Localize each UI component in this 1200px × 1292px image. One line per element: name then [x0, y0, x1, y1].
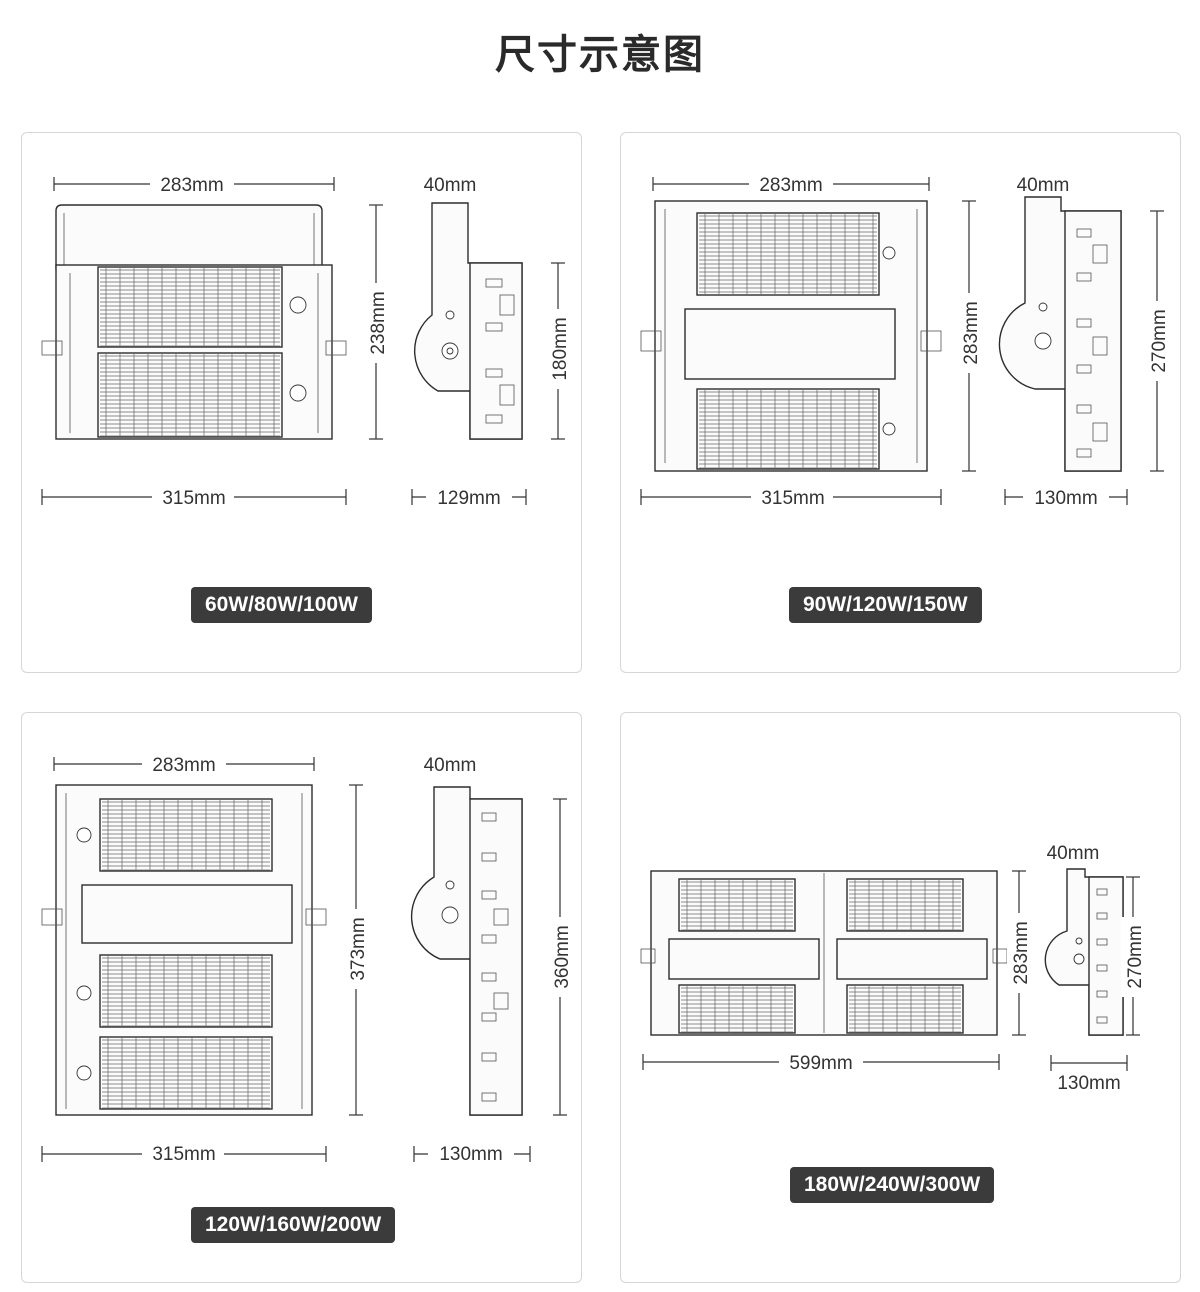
dim-height: 283mm — [961, 301, 982, 364]
front-view — [640, 870, 1008, 1036]
diagram-panel-60w: 283mm 238mm 315mm 40mm — [21, 132, 582, 673]
side-view — [998, 196, 1122, 472]
front-view — [640, 200, 942, 472]
dimension-drawing: 283mm 599mm 40mm 270mm 130mm — [640, 843, 1146, 1094]
diagram-panel-180w: 283mm 599mm 40mm 270mm 130mm 180W/240W/3… — [620, 712, 1181, 1283]
dim-side-top: 40mm — [1047, 843, 1100, 864]
dimension-drawing: 283mm 283mm 315mm 40mm — [640, 171, 1170, 511]
model-badge: 180W/240W/300W — [790, 1167, 995, 1203]
dim-side-height: 270mm — [1149, 309, 1170, 372]
page-title: 尺寸示意图 — [495, 32, 705, 78]
dim-height: 238mm — [368, 291, 389, 354]
dim-top-width: 283mm — [160, 175, 223, 196]
dim-total-width: 599mm — [789, 1053, 852, 1074]
dimension-drawing: 283mm 373mm 315mm 40mm — [41, 751, 573, 1167]
side-view — [410, 786, 523, 1116]
dim-bottom-width: 315mm — [761, 488, 824, 509]
dim-top-width: 283mm — [759, 175, 822, 196]
dim-bottom-width: 315mm — [162, 488, 225, 509]
side-view — [414, 202, 523, 440]
dim-side-width: 130mm — [1057, 1073, 1120, 1094]
dim-side-top: 40mm — [1017, 175, 1070, 196]
dim-side-width: 130mm — [439, 1144, 502, 1165]
dim-bottom-width: 315mm — [152, 1144, 215, 1165]
dim-top-width: 283mm — [152, 755, 215, 776]
dim-height: 373mm — [348, 917, 369, 980]
dim-height: 283mm — [1011, 921, 1032, 984]
dim-side-height: 180mm — [550, 317, 571, 380]
dim-side-height: 360mm — [552, 925, 573, 988]
side-view — [1044, 868, 1124, 1036]
front-view — [41, 784, 327, 1116]
dim-side-height: 270mm — [1125, 925, 1146, 988]
diagram-panel-120w: 283mm 373mm 315mm 40mm — [21, 712, 582, 1283]
dim-side-width: 129mm — [437, 488, 500, 509]
dim-side-width: 130mm — [1034, 488, 1097, 509]
model-badge: 60W/80W/100W — [191, 587, 372, 623]
dim-side-top: 40mm — [424, 175, 477, 196]
dim-side-top: 40mm — [424, 755, 477, 776]
model-badge: 90W/120W/150W — [789, 587, 982, 623]
front-view — [41, 204, 347, 440]
model-badge: 120W/160W/200W — [191, 1207, 396, 1243]
diagram-panel-90w: 283mm 283mm 315mm 40mm — [620, 132, 1181, 673]
dimension-drawing: 283mm 238mm 315mm 40mm — [41, 171, 571, 511]
